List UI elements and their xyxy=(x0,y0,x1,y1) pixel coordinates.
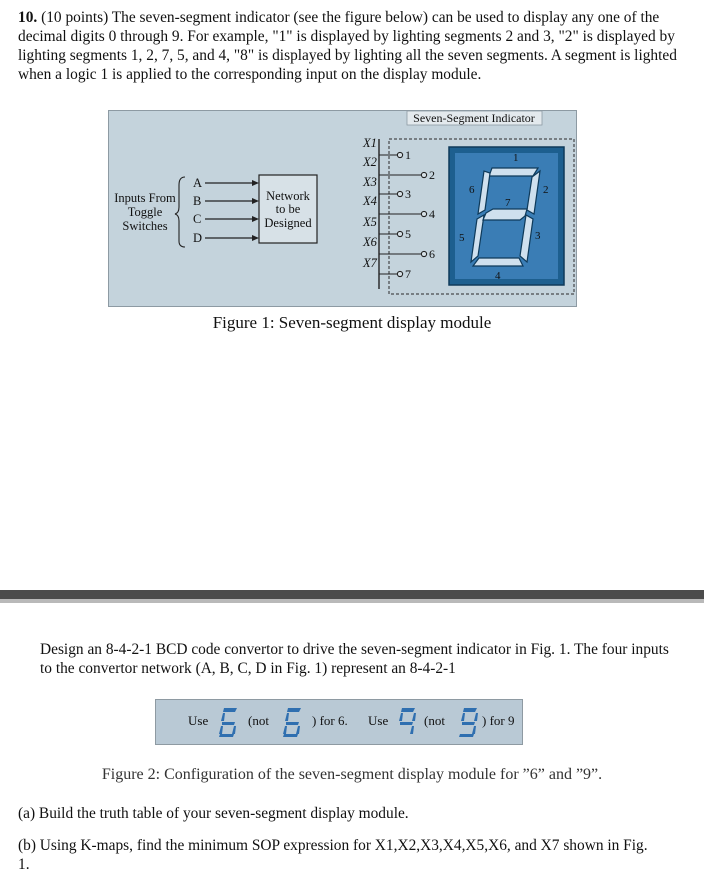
input-a: A xyxy=(193,176,202,190)
question-b: (b) Using K-maps, find the minimum SOP e… xyxy=(18,837,648,873)
seven-segment-digit xyxy=(470,167,541,267)
input-d: D xyxy=(193,231,202,245)
indicator-frame xyxy=(388,138,575,295)
pin-5: 5 xyxy=(405,227,411,241)
figure-2-caption: Figure 2: Configuration of the seven-seg… xyxy=(101,766,603,783)
input-b: B xyxy=(193,194,201,208)
output-x7: X7 xyxy=(362,256,378,270)
output-x6: X6 xyxy=(362,235,378,249)
pin-4: 4 xyxy=(429,207,435,221)
figure-1-diagram: Inputs From Toggle Switches A B C D Netw… xyxy=(114,111,575,295)
network-label-1: Network xyxy=(266,189,310,203)
indicator-title-box xyxy=(406,111,543,126)
pin-stubs xyxy=(379,151,428,278)
output-x2: X2 xyxy=(362,155,377,169)
figure-1-caption: Figure 1: Seven-segment display module xyxy=(212,313,492,332)
figure-2-configuration: Use (not ) for 6. Use (not ) for 9 xyxy=(155,699,523,745)
segment-label-6: 6 xyxy=(469,184,475,196)
segment-label-4: 4 xyxy=(495,270,501,282)
inputs-label-2: Toggle xyxy=(128,205,163,219)
segment-label-5: 5 xyxy=(459,232,465,244)
not-6-label: (not xyxy=(248,713,269,728)
segment-6 xyxy=(477,170,491,216)
segment-7 xyxy=(482,208,528,221)
pin-2: 2 xyxy=(429,168,435,182)
output-x1: X1 xyxy=(362,136,377,150)
inputs-label-3: Switches xyxy=(122,219,167,233)
not-9-label: (not xyxy=(424,713,445,728)
input-brace xyxy=(174,176,186,248)
pin-1: 1 xyxy=(405,148,411,162)
input-c: C xyxy=(193,212,201,226)
figure-1-display-module: Inputs From Toggle Switches A B C D Netw… xyxy=(108,110,577,307)
segment-labels: 1 2 3 4 5 6 7 xyxy=(459,152,549,282)
use-6-label: Use xyxy=(188,713,209,728)
network-box xyxy=(258,174,318,244)
pin-3: 3 xyxy=(405,187,411,201)
segment-label-7: 7 xyxy=(505,197,511,209)
use-9-label: Use xyxy=(368,713,389,728)
segment-label-3: 3 xyxy=(535,230,541,242)
for-6-label: ) for 6. xyxy=(312,713,348,728)
page-divider-shadow xyxy=(0,599,704,603)
network-label-2: to be xyxy=(276,202,301,216)
question-a: (a) Build the truth table of your seven-… xyxy=(18,805,409,822)
output-x4: X4 xyxy=(362,194,377,208)
indicator-title: Seven-Segment Indicator xyxy=(413,111,535,125)
pin-6: 6 xyxy=(429,247,435,261)
network-label-3: Designed xyxy=(264,216,312,230)
segment-4 xyxy=(471,257,524,267)
inputs-label-1: Inputs From xyxy=(114,191,176,205)
problem-text: (10 points) The seven-segment indicator … xyxy=(18,9,677,83)
digit-9-preferred-icon xyxy=(399,708,416,734)
problem-number: 10. xyxy=(18,9,38,26)
segment-1 xyxy=(488,167,540,177)
problem-statement: 10. (10 points) The seven-segment indica… xyxy=(18,8,690,84)
segment-3 xyxy=(519,214,534,264)
page-divider xyxy=(0,590,704,599)
for-9-label: ) for 9 xyxy=(482,713,515,728)
digit-9-alternate-icon xyxy=(459,708,478,737)
pin-numbers: 1 2 3 4 5 6 7 xyxy=(405,148,435,281)
output-labels: X1 X2 X3 X4 X5 X6 X7 xyxy=(362,136,378,270)
segment-label-2: 2 xyxy=(543,184,549,196)
design-statement: Design an 8-4-2-1 BCD code convertor to … xyxy=(40,641,669,677)
input-lines: A B C D xyxy=(193,176,259,245)
output-x3: X3 xyxy=(362,175,377,189)
segment-5 xyxy=(470,213,485,264)
output-x5: X5 xyxy=(362,215,377,229)
segment-label-1: 1 xyxy=(513,152,519,164)
pin-7: 7 xyxy=(405,267,411,281)
digit-6-preferred-icon xyxy=(219,708,237,737)
digit-6-alternate-icon xyxy=(283,708,301,737)
